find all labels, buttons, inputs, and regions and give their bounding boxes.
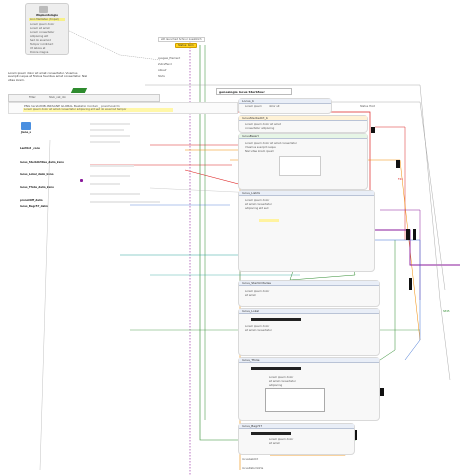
header-panel: PNG terstotNB-INKSANE GLOBAL Bestatio Co… [8, 102, 238, 114]
section-title: genealogie locus Sterbfour [219, 89, 265, 94]
left-row[interactable]: Lantlist _cons [20, 147, 40, 150]
right-label: SP45 [443, 310, 450, 313]
document-icon[interactable] [21, 122, 31, 130]
search-bar[interactable]: Filter: Stub_nat_ntn [8, 94, 160, 102]
list-item: Sed do eiusmod [30, 39, 51, 42]
node-locus-sterbeort[interactable]: locusSterbeOrt_b Lorem ipsum dolor sit a… [238, 115, 368, 133]
small-label: Ablauf [158, 69, 167, 72]
small-label: Zutreffend [158, 63, 172, 66]
node-title: locusBeiert [239, 134, 367, 139]
search-label: Filter: [29, 96, 37, 99]
left-row[interactable]: locus_Tfolie_dalm_kxno [20, 186, 54, 189]
section-title-box: genealogie locus Sterbfour [216, 88, 292, 95]
green-marker [70, 88, 88, 93]
node-title: locus_Tfolie [239, 358, 379, 363]
node-locus-b[interactable]: Locus_b Lorem ipsum dolor sit [238, 98, 332, 114]
highlight-text: Lorem ipsum dolor sit amet consectetur a… [24, 108, 127, 111]
left-doc-label: Jiene_s [21, 131, 32, 134]
node-locus-listdx[interactable]: locus_Listdx Lorem ipsum dolor sit amet … [238, 190, 375, 272]
node-title: locus_SterbOrtsdes [239, 281, 379, 286]
header-path: PNG terstotNB-INKSANE GLOBAL Bestatio Co… [24, 104, 120, 108]
list-item: Adipiscing elit [30, 35, 49, 38]
small-label: Stufe [158, 75, 165, 78]
node-title: locus_Lokal [239, 309, 379, 314]
node-locus-begr57[interactable]: locus_Begr57 Lorem ipsum dolor sit amet [238, 423, 355, 455]
list-item: Lorem consectetur [30, 31, 55, 34]
orange-tag[interactable]: Status: Kom [175, 43, 197, 48]
search-input[interactable]: Stub_nat_ntn [49, 96, 67, 99]
right-label: Status Hold [360, 105, 375, 108]
small-label: Ausgew_Element [158, 57, 181, 60]
left-row[interactable]: locus_Lokal_dalm_kxno [20, 173, 54, 176]
bottom-label[interactable]: locusDatumOrte [242, 467, 264, 470]
left-row[interactable]: pronotOff_dalm [20, 199, 43, 202]
node-title: locus_Listdx [239, 191, 374, 196]
node-locus-lokal[interactable]: locus_Lokal Lorem ipsum dolor sit amet c… [238, 308, 380, 356]
caption-top: eth launched Schnur zusatzlich [158, 37, 205, 42]
node-title: locus_Begr57 [239, 424, 354, 429]
bottom-label[interactable]: locusGebOrt [242, 458, 259, 461]
node-title: locusSterbeOrt_b [239, 116, 367, 121]
list-item: Dolore magna [30, 51, 49, 54]
top-card-subtitle: Lion Meldaten (tropal) [30, 18, 59, 21]
middle-detail-area [78, 117, 168, 217]
note-text: Lorem ipsum dolor sit amet consectetur. … [8, 72, 88, 82]
list-item: Ut labore et [30, 47, 46, 50]
list-item: Lorem ipsum dolor [30, 23, 55, 26]
right-label: F44 [398, 178, 403, 181]
left-row[interactable]: locus_SterbOrtDes_dalm_kxno [20, 161, 64, 164]
node-locus-beiert[interactable]: locusBeiert Lorem ipsum dolor sit amet c… [238, 133, 368, 190]
left-row[interactable]: locus_Begr57_dalm [20, 205, 48, 208]
node-locus-sterbortsdes[interactable]: locus_SterbOrtsdes Lorem ipsum dolor sit… [238, 280, 380, 307]
node-title: Locus_b [239, 99, 331, 104]
top-card: Wopbentologie Lion Meldaten (tropal) Lor… [25, 3, 69, 55]
node-locus-tfolie[interactable]: locus_Tfolie Lorem ipsum dolor sit amet … [238, 357, 380, 421]
list-item: Tempor incididunt [30, 43, 54, 46]
app-icon [39, 6, 48, 13]
list-item: Lorem sit amet [30, 27, 50, 30]
top-card-title: Wopbentologie [36, 14, 59, 17]
